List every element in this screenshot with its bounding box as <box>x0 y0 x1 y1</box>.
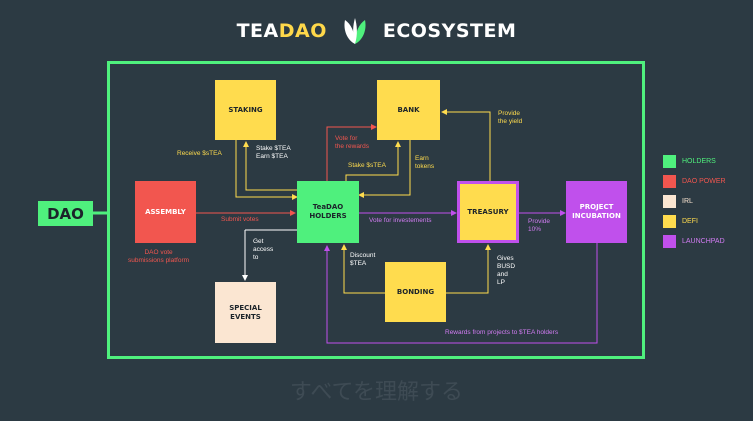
holders-node: TeaDAO HOLDERS <box>297 181 359 243</box>
bank-node: BANK <box>377 80 440 140</box>
bonding-node: BONDING <box>385 262 446 322</box>
legend-item-dao-power: DAO POWER <box>663 173 726 190</box>
header-tea: TEADAO <box>236 20 327 42</box>
watermark-text: すべてを理解する <box>289 380 464 405</box>
label-receive-stea: Receive $sTEA <box>177 150 222 157</box>
label-earn-tokens: Earn tokens <box>415 155 435 171</box>
legend-item-launchpad: LAUNCHPAD <box>663 233 726 250</box>
legend-item-defi: DEFI <box>663 213 726 230</box>
label-vote-rewards: Vote for the rewards <box>335 135 369 151</box>
legend-label: LAUNCHPAD <box>682 238 725 245</box>
legend-label: DEFI <box>682 218 698 225</box>
label-stake-stea: Stake $sTEA <box>348 162 386 169</box>
label-assembly-desc: DAO vote submissions platform <box>128 249 190 265</box>
diagram-header: TEADAO ECOSYSTEM <box>0 14 753 48</box>
legend-item-irl: IRL <box>663 193 726 210</box>
legend-swatch <box>663 155 676 168</box>
legend-swatch <box>663 235 676 248</box>
ecosystem-frame <box>107 61 645 359</box>
dao-node: DAO <box>38 201 93 226</box>
teadao-leaf-icon <box>344 18 366 44</box>
label-discount-stea: Discount $TEA <box>350 252 376 268</box>
treasury-node: TREASURY <box>457 181 519 243</box>
legend: HOLDERS DAO POWER IRL DEFI LAUNCHPAD <box>663 153 726 253</box>
legend-label: IRL <box>682 198 693 205</box>
legend-label: HOLDERS <box>682 158 716 165</box>
legend-swatch <box>663 215 676 228</box>
header-ecosystem: ECOSYSTEM <box>382 20 517 42</box>
project-incubation-node: PROJECT INCUBATION <box>566 181 627 243</box>
legend-label: DAO POWER <box>682 178 726 185</box>
staking-node: STAKING <box>215 80 276 140</box>
label-provide-10: Provide 10% <box>528 218 551 234</box>
label-gives-busd: Gives BUSD and LP <box>497 255 516 287</box>
label-submit-votes: Submit votes <box>221 216 259 223</box>
legend-swatch <box>663 195 676 208</box>
label-get-access: Get access to <box>253 238 274 262</box>
label-provide-yield: Provide the yield <box>498 110 523 126</box>
label-rewards-projects: Rewards from projects to $TEA holders <box>445 329 559 336</box>
label-vote-investements: Vote for investements <box>369 217 432 224</box>
special-events-node: SPECIAL EVENTS <box>215 282 276 343</box>
assembly-node: ASSEMBLY <box>135 181 196 243</box>
legend-swatch <box>663 175 676 188</box>
label-stake-earn: Stake $TEA Earn $TEA <box>256 145 291 161</box>
legend-item-holders: HOLDERS <box>663 153 726 170</box>
